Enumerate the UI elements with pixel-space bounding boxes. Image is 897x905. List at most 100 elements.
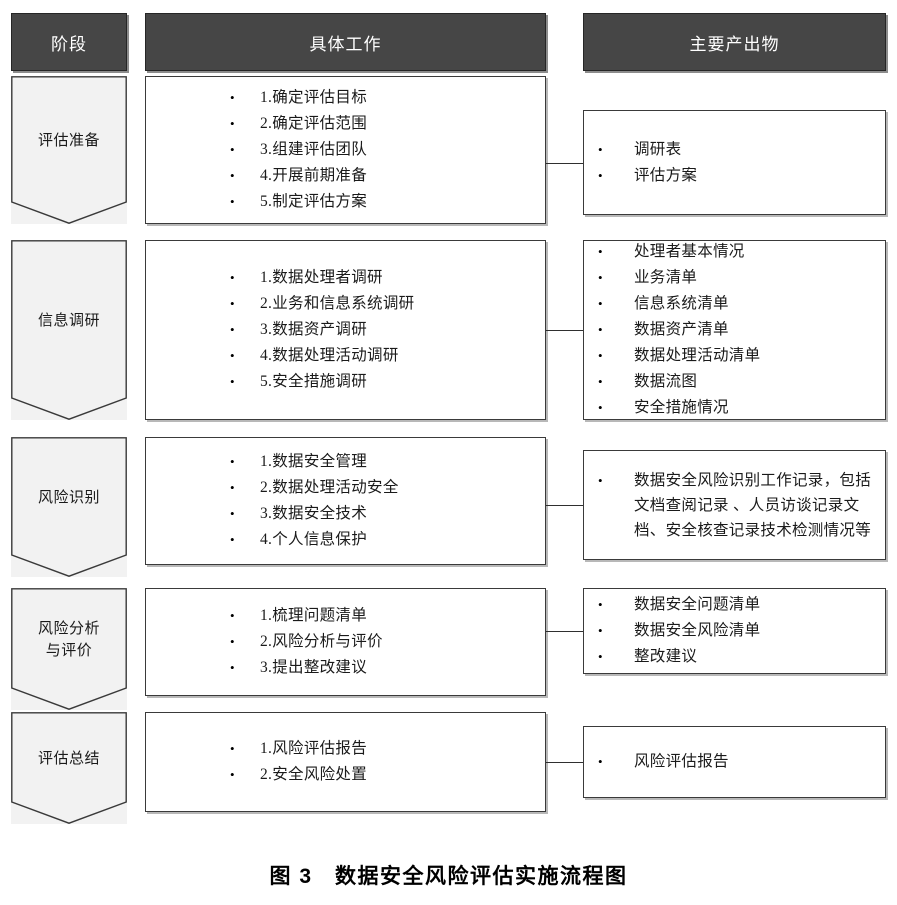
bullet-icon: •: [598, 472, 603, 488]
output-cell: •风险评估报告: [583, 726, 886, 798]
output-list-item: •数据流图: [598, 369, 875, 395]
output-list-item: •安全措施情况: [598, 395, 875, 421]
bullet-icon: •: [598, 649, 603, 664]
bullet-icon: •: [230, 608, 235, 623]
output-list-item: • 数据处理活动清单: [598, 343, 875, 369]
bullet-icon: •: [598, 322, 603, 337]
column-header-stage-label: 阶段: [51, 34, 87, 54]
output-list: •调研表 • 评估方案: [584, 111, 885, 214]
output-list-item: •风险评估报告: [598, 749, 875, 775]
work-list: •1.数据安全管理•2.数据处理活动安全•3.数据安全技术•4.个人信息保护: [146, 438, 545, 564]
output-list-item-label: 业务清单: [634, 269, 698, 286]
output-list: • 数据安全问题清单 • 数据安全风险清单 • 整改建议: [584, 589, 885, 673]
output-cell: • 数据安全风险识别工作记录，包括文档查阅记录 、人员访谈记录文档、安全核查记录技…: [583, 450, 886, 560]
output-list-item-label: 处理者基本情况: [634, 243, 745, 260]
work-list-item: •1.确定评估目标: [230, 85, 545, 111]
stage-pentagon-shape: [11, 437, 127, 577]
bullet-icon: •: [230, 194, 235, 209]
work-list-item-label: 1.数据处理者调研: [260, 269, 383, 286]
work-list-item: •4.开展前期准备: [230, 163, 545, 189]
output-list-item: • 业务清单: [598, 265, 875, 291]
bullet-icon: •: [598, 374, 603, 389]
bullet-icon: •: [598, 167, 603, 183]
output-list-item-label: 调研表: [634, 140, 682, 158]
work-list-item: •1.数据处理者调研: [230, 265, 545, 291]
stage-cell: 评估总结: [11, 712, 127, 824]
bullet-icon: •: [230, 142, 235, 157]
bullet-icon: •: [230, 322, 235, 337]
work-list-item-label: 3.组建评估团队: [260, 141, 368, 158]
bullet-icon: •: [598, 597, 603, 612]
work-cell: • 1.风险评估报告 • 2.安全风险处置: [145, 712, 546, 812]
work-cell: •1.确定评估目标•2.确定评估范围•3.组建评估团队•4.开展前期准备•5.制…: [145, 76, 546, 224]
stage-pentagon-shape: [11, 588, 127, 710]
output-list-item-label: 数据安全风险识别工作记录，包括文档查阅记录 、人员访谈记录文档、安全核查记录技术…: [634, 471, 872, 539]
work-list-item-label: 2.数据处理活动安全: [260, 479, 399, 496]
work-list-item: • 3.数据资产调研: [230, 317, 545, 343]
bullet-icon: •: [230, 767, 235, 782]
work-cell: •1.数据处理者调研•2.业务和信息系统调研 • 3.数据资产调研 • 4.数据处理活动…: [145, 240, 546, 420]
output-list-item: •调研表: [598, 137, 875, 163]
stage-label: 评估总结: [37, 750, 100, 767]
work-list-item-label: 3.提出整改建议: [260, 659, 368, 676]
output-list-item-label: 数据安全风险清单: [634, 622, 761, 639]
figure-caption: 图 3 数据安全风险评估实施流程图: [269, 865, 628, 888]
work-list-item-label: 1.梳理问题清单: [260, 607, 368, 624]
work-list-item-label: 4.数据处理活动调研: [260, 347, 399, 364]
connector-line: [546, 330, 583, 331]
work-list-item: • 4.数据处理活动调研: [230, 343, 545, 369]
stage-cell: 风险分析与评价: [11, 588, 127, 710]
output-list-item: • 评估方案: [598, 163, 875, 189]
output-list-item-label: 安全措施情况: [634, 399, 729, 416]
bullet-icon: •: [230, 348, 235, 363]
stage-cell: 风险识别: [11, 437, 127, 577]
connector-line: [546, 631, 583, 632]
output-list-item: • 整改建议: [598, 644, 875, 670]
work-list-item: •1.数据安全管理: [230, 449, 545, 475]
output-list-item-label: 数据安全问题清单: [634, 596, 761, 613]
work-list-item-label: 1.确定评估目标: [260, 89, 368, 106]
output-list-item-label: 数据处理活动清单: [634, 347, 761, 364]
work-list-item-label: 3.数据安全技术: [260, 505, 368, 522]
work-list-item: •4.个人信息保护: [230, 527, 545, 553]
work-cell: •1.数据安全管理•2.数据处理活动安全•3.数据安全技术•4.个人信息保护: [145, 437, 546, 565]
stage-label: 风险分析与评价: [37, 620, 100, 660]
output-list-item: •处理者基本情况: [598, 239, 875, 265]
work-list-item: •5.制定评估方案: [230, 189, 545, 215]
output-cell: • 数据安全问题清单 • 数据安全风险清单 • 整改建议: [583, 588, 886, 674]
column-header-output-label: 主要产出物: [689, 34, 780, 54]
stage-pentagon-shape: [11, 240, 127, 420]
stage-cell: 信息调研: [11, 240, 127, 420]
work-list-item-label: 2.安全风险处置: [260, 766, 368, 783]
bullet-icon: •: [230, 532, 235, 547]
work-list-item: • 3.组建评估团队: [230, 137, 545, 163]
bullet-icon: •: [230, 454, 235, 469]
work-list-item: • 2.确定评估范围: [230, 111, 545, 137]
stage-pentagon-shape: [11, 76, 127, 224]
output-list-item-label: 整改建议: [634, 648, 698, 665]
bullet-icon: •: [230, 741, 235, 756]
bullet-icon: •: [598, 270, 603, 285]
work-list-item-label: 3.数据资产调研: [260, 321, 368, 338]
output-list-item-label: 评估方案: [634, 166, 698, 184]
stage-label: 评估准备: [37, 132, 100, 149]
bullet-icon: •: [230, 116, 235, 131]
work-list-item-label: 1.风险评估报告: [260, 740, 368, 757]
work-list-item: •2.数据处理活动安全: [230, 475, 545, 501]
stage-label: 信息调研: [37, 312, 100, 329]
output-list: •处理者基本情况•业务清单•信息系统清单•数据资产清单•数据处理活动清单•数据流…: [584, 241, 885, 419]
work-list-item: • 1.风险评估报告: [230, 736, 545, 762]
output-cell: •调研表 • 评估方案: [583, 110, 886, 215]
output-list-item-label: 风险评估报告: [634, 753, 729, 770]
output-list: •风险评估报告: [584, 727, 885, 797]
column-header-work: 具体工作: [145, 13, 546, 71]
stage-label: 风险识别: [37, 489, 100, 506]
work-list: • 1.风险评估报告 • 2.安全风险处置: [146, 713, 545, 811]
work-list-item-label: 2.确定评估范围: [260, 115, 368, 132]
work-list-item-label: 4.开展前期准备: [260, 167, 368, 184]
bullet-icon: •: [230, 634, 235, 649]
work-list-item: •2.业务和信息系统调研: [230, 291, 545, 317]
output-list-item: •数据资产清单: [598, 317, 875, 343]
bullet-icon: •: [598, 348, 603, 363]
